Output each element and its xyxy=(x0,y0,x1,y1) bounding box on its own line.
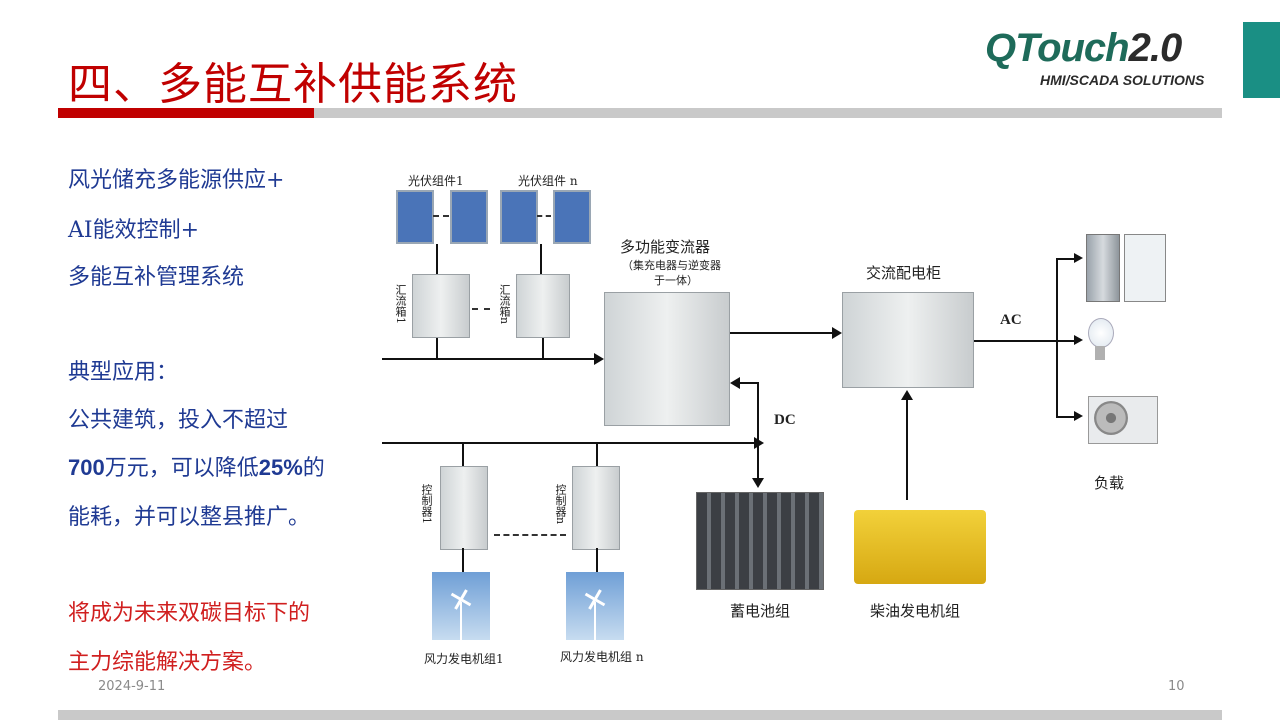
combiner-box-1-label: 汇流箱1 xyxy=(394,284,407,324)
arrow-right-icon xyxy=(594,353,604,365)
open-refrigerator-icon xyxy=(1124,234,1166,302)
future-line-2: 主力综能解决方案。 xyxy=(68,650,267,675)
combiner-box-n-label: 汇流箱n xyxy=(498,284,511,325)
arrow-right-icon xyxy=(1074,335,1083,345)
wire xyxy=(462,444,464,466)
refrigerator-icon xyxy=(1086,234,1120,302)
battery-bank-icon xyxy=(696,492,824,590)
arrow-right-icon xyxy=(1074,253,1083,263)
ac-distribution-cabinet-icon xyxy=(842,292,974,388)
percent-suffix: 的 xyxy=(302,456,325,481)
combiner-box-n-icon xyxy=(516,274,570,338)
title-underline-red xyxy=(58,108,314,118)
future-line-1: 将成为未来双碳目标下的 xyxy=(68,601,311,626)
arrow-right-icon xyxy=(832,327,842,339)
page-number: 10 xyxy=(1168,679,1185,694)
controller-n-icon xyxy=(572,466,620,550)
application-line-3: 能耗，并可以整县推广。 xyxy=(68,505,311,530)
pv-module-n-label: 光伏组件 n xyxy=(518,174,578,188)
ac-fan-icon xyxy=(1094,401,1128,435)
pv-panel-icon xyxy=(396,190,434,244)
wind-turbine-1-label: 风力发电机组1 xyxy=(424,652,504,666)
wire xyxy=(540,244,542,274)
converter-ac-line xyxy=(730,332,834,334)
diesel-generator-icon xyxy=(854,510,986,584)
load-label: 负载 xyxy=(1094,474,1125,492)
logo-main-text: QTouch xyxy=(985,26,1130,70)
feature-line-1: 风光储充多能源供应+ xyxy=(68,168,285,193)
controller-1-label: 控制器1 xyxy=(420,484,433,524)
arrow-down-icon xyxy=(752,478,764,488)
wire xyxy=(436,338,438,358)
investment-amount: 700 xyxy=(68,455,105,480)
arrow-up-icon xyxy=(901,390,913,400)
load-bus-line xyxy=(1056,258,1058,418)
logo-version: 2.0 xyxy=(1128,26,1183,70)
arrow-left-icon xyxy=(730,377,740,389)
wire xyxy=(542,338,544,358)
dashed-connector xyxy=(472,308,490,310)
application-line-2: 700万元，可以降低25%的 xyxy=(68,450,325,482)
pv-bus-line xyxy=(382,358,598,360)
energy-reduction-percent: 25% xyxy=(258,455,303,480)
arrow-right-icon xyxy=(1074,411,1083,421)
converter-title: 多功能变流器 xyxy=(620,238,711,256)
title-underline-gray xyxy=(314,108,1222,118)
logo: QTouch2.0 xyxy=(985,26,1183,71)
ac-output-line xyxy=(974,340,1056,342)
arrow-right-icon xyxy=(754,437,764,449)
converter-subtitle-1: （集充电器与逆变器 xyxy=(622,259,721,272)
bulb-base xyxy=(1095,346,1105,360)
pv-panel-icon xyxy=(553,190,591,244)
dashed-connector xyxy=(433,215,449,217)
ac-cabinet-title: 交流配电柜 xyxy=(866,264,942,282)
logo-subtitle: HMI/SCADA SOLUTIONS xyxy=(1040,72,1205,88)
converter-subtitle-2: 于一体） xyxy=(654,274,698,287)
footer-bar xyxy=(58,710,1222,720)
feature-line-2: AI能效控制+ xyxy=(68,218,200,243)
dc-vertical-line xyxy=(757,384,759,480)
pv-panel-icon xyxy=(500,190,538,244)
controller-n-label: 控制器n xyxy=(554,484,567,525)
wire xyxy=(1056,416,1078,418)
wire xyxy=(462,548,464,572)
feature-line-3: 多能互补管理系统 xyxy=(68,265,245,290)
pv-module-1-label: 光伏组件1 xyxy=(408,174,464,188)
wire xyxy=(596,548,598,572)
wire xyxy=(740,382,759,384)
wire xyxy=(436,244,438,274)
application-line-1: 公共建筑，投入不超过 xyxy=(68,408,289,433)
application-heading: 典型应用： xyxy=(68,360,179,385)
accent-block xyxy=(1243,22,1280,98)
light-bulb-icon xyxy=(1088,318,1114,348)
slide-date: 2024-9-11 xyxy=(98,679,166,694)
dashed-connector xyxy=(494,534,566,536)
ac-label: AC xyxy=(1000,312,1022,328)
dc-bus-line xyxy=(382,442,756,444)
controller-1-icon xyxy=(440,466,488,550)
dashed-connector xyxy=(537,215,551,217)
diesel-line xyxy=(906,398,908,500)
page-title: 四、多能互补供能系统 xyxy=(68,59,518,110)
diesel-generator-label: 柴油发电机组 xyxy=(870,602,961,620)
investment-unit: 万元，可以降低 xyxy=(104,456,259,481)
combiner-box-1-icon xyxy=(412,274,470,338)
dc-label: DC xyxy=(774,412,796,428)
battery-bank-label: 蓄电池组 xyxy=(730,602,791,620)
wire xyxy=(596,444,598,466)
wind-turbine-n-icon xyxy=(566,572,624,640)
wire xyxy=(1056,258,1078,260)
converter-cabinet-icon xyxy=(604,292,730,426)
pv-panel-icon xyxy=(450,190,488,244)
wind-turbine-1-icon xyxy=(432,572,490,640)
wire xyxy=(1056,340,1078,342)
wind-turbine-n-label: 风力发电机组 n xyxy=(560,650,644,664)
